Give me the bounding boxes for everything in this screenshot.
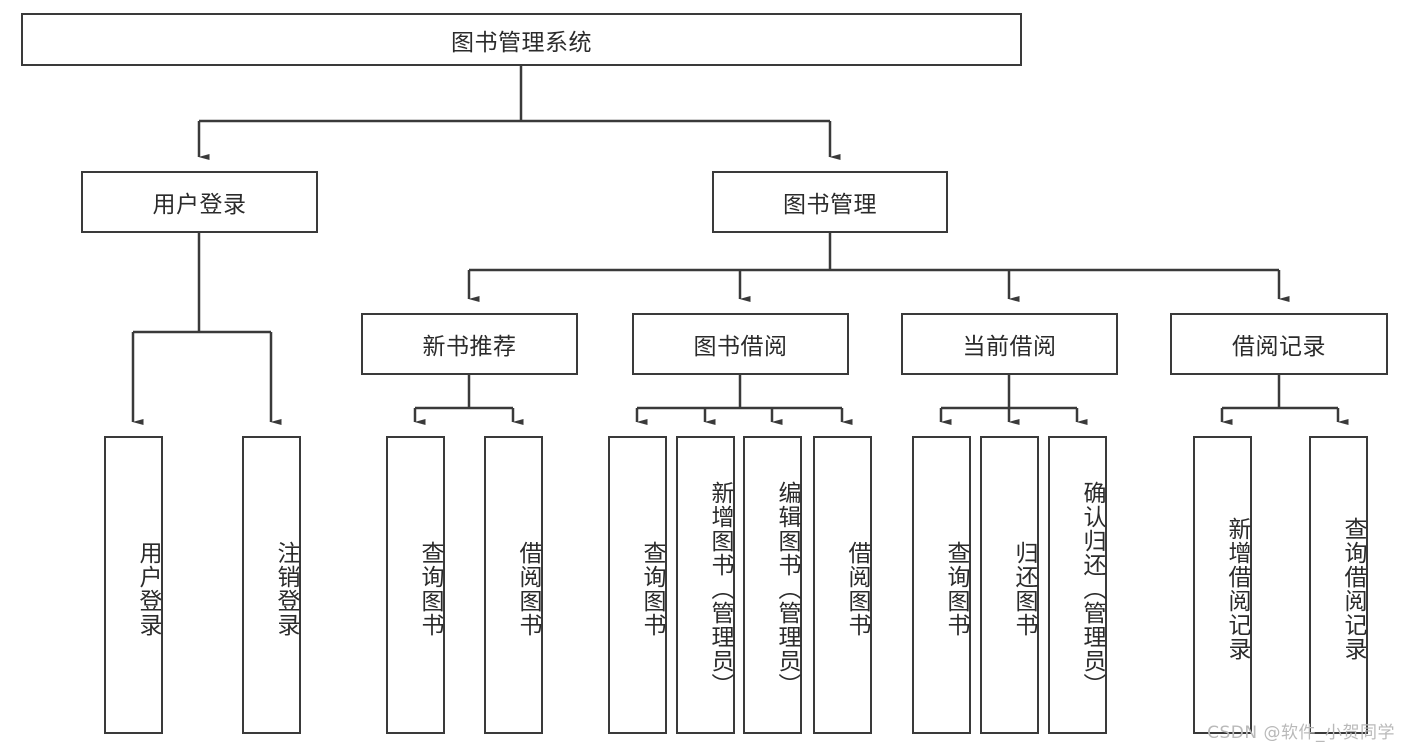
node-user-login-label: 用户登录 [152, 192, 247, 218]
watermark: CSDN @软件_小贺同学 [1207, 723, 1395, 743]
leaf-add-book-admin[interactable]: 新增图书（管理员） [676, 436, 735, 734]
node-book-borrow[interactable]: 图书借阅 [632, 313, 849, 375]
node-current-borrow-label: 当前借阅 [962, 334, 1057, 360]
leaf-add-borrow-record-label: 新增借阅记录 [1224, 517, 1250, 661]
leaf-confirm-return-admin[interactable]: 确认归还（管理员） [1048, 436, 1107, 734]
leaf-add-borrow-record[interactable]: 新增借阅记录 [1193, 436, 1252, 734]
node-borrow-records-label: 借阅记录 [1232, 334, 1326, 360]
leaf-query-borrow-record-label: 查询借阅记录 [1340, 517, 1366, 661]
leaf-logout-label: 注销登录 [273, 541, 299, 637]
leaf-query-books-borrow-label: 查询图书 [639, 541, 665, 637]
node-new-book-recommend-label: 新书推荐 [422, 334, 517, 360]
node-root-label: 图书管理系统 [451, 29, 592, 56]
node-current-borrow[interactable]: 当前借阅 [901, 313, 1118, 375]
leaf-confirm-return-admin-label: 确认归还（管理员） [1079, 481, 1105, 697]
node-book-borrow-label: 图书借阅 [693, 334, 788, 360]
leaf-query-books-current[interactable]: 查询图书 [912, 436, 971, 734]
leaf-edit-book-admin-label: 编辑图书（管理员） [774, 481, 800, 697]
leaf-query-books-current-label: 查询图书 [943, 541, 969, 637]
node-borrow-records[interactable]: 借阅记录 [1170, 313, 1388, 375]
leaf-query-books-recommend-label: 查询图书 [417, 541, 443, 637]
node-book-management[interactable]: 图书管理 [712, 171, 948, 233]
node-root[interactable]: 图书管理系统 [21, 13, 1022, 66]
leaf-query-books-borrow[interactable]: 查询图书 [608, 436, 667, 734]
leaf-user-login[interactable]: 用户登录 [104, 436, 163, 734]
leaf-logout[interactable]: 注销登录 [242, 436, 301, 734]
leaf-borrow-books-recommend[interactable]: 借阅图书 [484, 436, 543, 734]
node-book-management-label: 图书管理 [783, 192, 877, 218]
leaf-edit-book-admin[interactable]: 编辑图书（管理员） [743, 436, 802, 734]
node-new-book-recommend[interactable]: 新书推荐 [361, 313, 578, 375]
leaf-borrow-books-borrow-label: 借阅图书 [844, 541, 870, 637]
node-user-login[interactable]: 用户登录 [81, 171, 318, 233]
leaf-return-books-label: 归还图书 [1011, 541, 1037, 637]
leaf-borrow-books-recommend-label: 借阅图书 [515, 541, 541, 637]
leaf-query-books-recommend[interactable]: 查询图书 [386, 436, 445, 734]
leaf-borrow-books-borrow[interactable]: 借阅图书 [813, 436, 872, 734]
leaf-query-borrow-record[interactable]: 查询借阅记录 [1309, 436, 1368, 734]
leaf-user-login-label: 用户登录 [135, 541, 161, 637]
leaf-return-books[interactable]: 归还图书 [980, 436, 1039, 734]
leaf-add-book-admin-label: 新增图书（管理员） [707, 481, 733, 697]
